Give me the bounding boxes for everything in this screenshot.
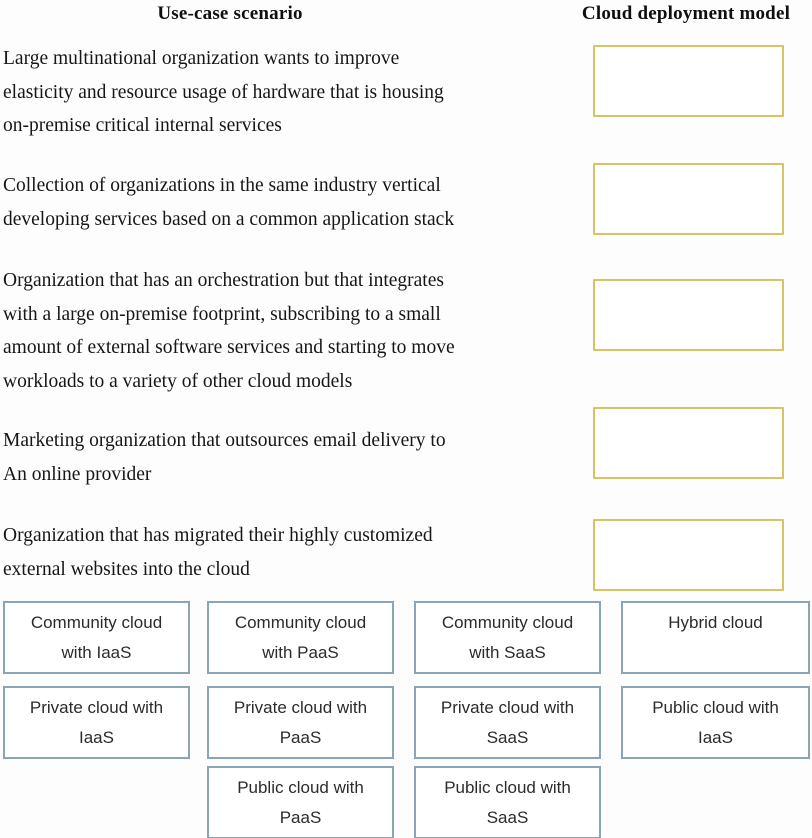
scenario-text-2: Collection of organizations in the same … xyxy=(3,175,455,230)
option-private-cloud-with-paas[interactable]: Private cloud with PaaS xyxy=(207,686,394,759)
scenario-text-5: Organization that has migrated their hig… xyxy=(3,525,433,580)
option-private-cloud-with-iaas[interactable]: Private cloud with IaaS xyxy=(3,686,190,759)
drop-target-5[interactable] xyxy=(593,519,784,591)
option-private-cloud-with-saas[interactable]: Private cloud with SaaS xyxy=(414,686,601,759)
drop-target-1[interactable] xyxy=(593,45,784,117)
scenario-text-4: Marketing organization that outsources e… xyxy=(3,430,446,485)
option-community-cloud-with-saas[interactable]: Community cloud with SaaS xyxy=(414,601,601,674)
option-public-cloud-with-saas[interactable]: Public cloud with SaaS xyxy=(414,766,601,838)
scenario-text-1: Large multinational organization wants t… xyxy=(3,48,444,136)
drop-target-2[interactable] xyxy=(593,163,784,235)
drop-target-3[interactable] xyxy=(593,279,784,351)
scenario-text-3: Organization that has an orchestration b… xyxy=(3,270,455,392)
use-case-column-header: Use-case scenario xyxy=(157,3,303,24)
drop-target-4[interactable] xyxy=(593,407,784,479)
option-hybrid-cloud[interactable]: Hybrid cloud xyxy=(621,601,810,674)
deployment-model-column-header: Cloud deployment model xyxy=(581,3,791,24)
option-public-cloud-with-iaas[interactable]: Public cloud with IaaS xyxy=(621,686,810,759)
option-community-cloud-with-iaas[interactable]: Community cloud with IaaS xyxy=(3,601,190,674)
option-community-cloud-with-paas[interactable]: Community cloud with PaaS xyxy=(207,601,394,674)
option-public-cloud-with-paas[interactable]: Public cloud with PaaS xyxy=(207,766,394,838)
